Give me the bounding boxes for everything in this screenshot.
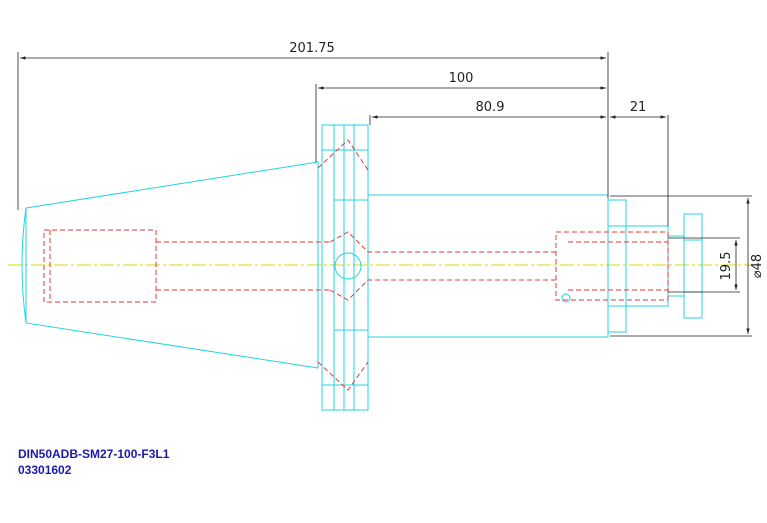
dim-overall-length: 201.75 [289,41,335,56]
taper-shank [21,161,319,369]
dimension-lines [17,52,752,337]
part-number: DIN50ADB-SM27-100-F3L1 [18,447,170,461]
hidden-bore [43,139,669,391]
dim-inner-diameter: 19.5 [719,252,734,281]
order-number: 03301602 [18,463,72,477]
body [368,194,703,338]
flange [321,124,369,411]
dim-outer-diameter: ⌀48 [750,254,765,278]
dim-extension-length: 21 [630,100,647,115]
dim-body-length: 80.9 [476,100,505,115]
set-screw-hole [561,293,571,303]
dim-gauge-length: 100 [449,71,474,86]
